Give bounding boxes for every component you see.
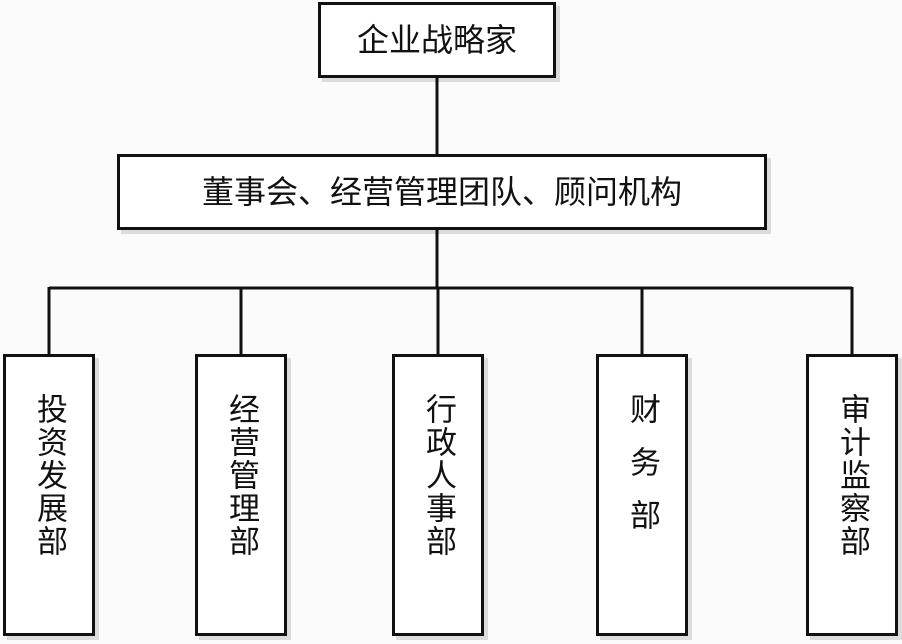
node-admin-hr-dept: 行政人事部 xyxy=(392,354,484,636)
node-investment-development-dept-label: 投资发展部 xyxy=(31,393,68,558)
node-enterprise-strategist: 企业战略家 xyxy=(318,2,556,78)
node-operations-management-dept-label: 经营管理部 xyxy=(223,393,260,558)
node-investment-development-dept: 投资发展部 xyxy=(3,354,95,636)
node-board-management-advisory: 董事会、经营管理团队、顾问机构 xyxy=(117,154,767,230)
node-board-management-advisory-label: 董事会、经营管理团队、顾问机构 xyxy=(201,173,682,211)
node-enterprise-strategist-label: 企业战略家 xyxy=(356,21,517,59)
node-admin-hr-dept-label: 行政人事部 xyxy=(420,393,457,558)
node-finance-dept: 财务部 xyxy=(596,354,688,636)
node-operations-management-dept: 经营管理部 xyxy=(195,354,287,636)
node-finance-dept-label: 财务部 xyxy=(624,393,661,552)
node-audit-supervision-dept: 审计监察部 xyxy=(806,354,898,636)
node-audit-supervision-dept-label: 审计监察部 xyxy=(834,393,871,558)
